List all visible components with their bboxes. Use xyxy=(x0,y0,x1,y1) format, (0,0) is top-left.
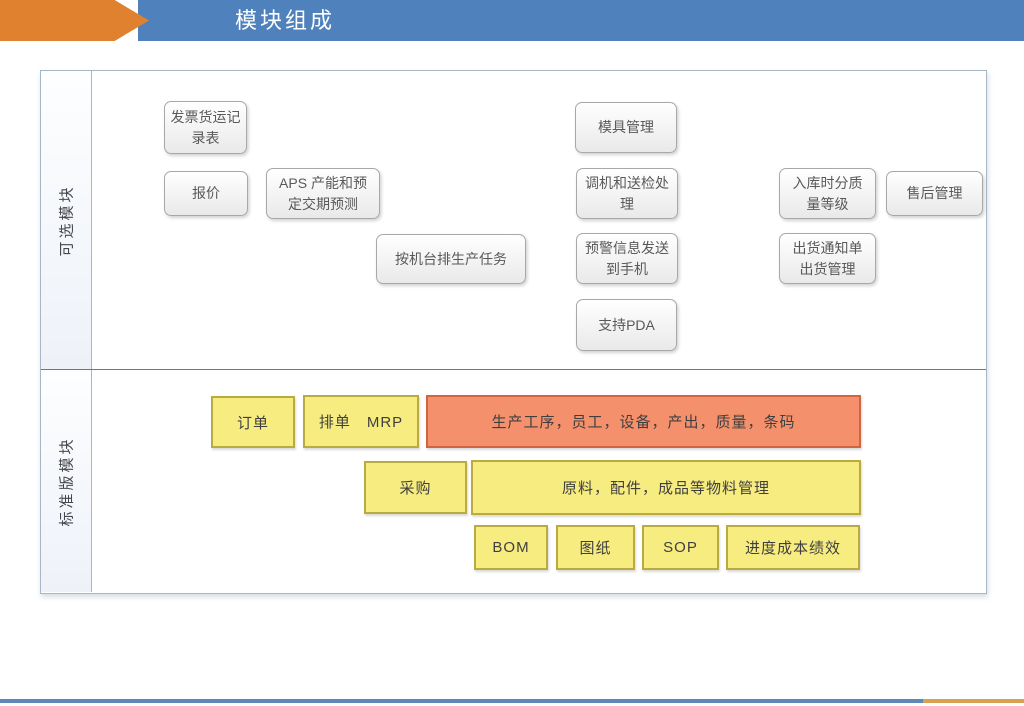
module-machine-adjustment-inspection: 调机和送检处 理 xyxy=(576,168,678,219)
module-shipping-notice-management: 出货通知单 出货管理 xyxy=(779,233,876,284)
module-invoice-shipping-record: 发票货运记 录表 xyxy=(164,101,247,154)
module-progress-cost-performance: 进度成本绩效 xyxy=(726,525,860,570)
module-alert-to-mobile: 预警信息发送 到手机 xyxy=(576,233,678,284)
optional-section-label: 可选模块 xyxy=(58,183,76,257)
module-inbound-quality-grading: 入库时分质 量等级 xyxy=(779,168,876,219)
module-diagram: 可选模块 标准版模块 发票货运记 录表 报价 APS 产能和预 定交期预测 按机… xyxy=(40,70,987,594)
module-materials-management: 原料，配件，成品等物料管理 xyxy=(471,460,861,515)
header-arrow-shape xyxy=(0,0,149,41)
module-purchasing: 采购 xyxy=(364,461,467,514)
page-title: 模块组成 xyxy=(235,8,336,33)
module-quotation: 报价 xyxy=(164,171,248,216)
module-bom: BOM xyxy=(474,525,548,570)
optional-section-label-column: 可选模块 xyxy=(41,71,92,369)
footer-accent-orange xyxy=(923,699,1024,703)
section-divider xyxy=(41,369,986,370)
module-sop: SOP xyxy=(642,525,719,570)
footer-accent-blue xyxy=(0,699,923,703)
module-pda-support: 支持PDA xyxy=(576,299,677,351)
module-mold-management: 模具管理 xyxy=(575,102,677,153)
standard-section-label-column: 标准版模块 xyxy=(41,370,92,592)
module-orders: 订单 xyxy=(211,396,295,448)
module-drawings: 图纸 xyxy=(556,525,635,570)
module-machine-production-tasks: 按机台排生产任务 xyxy=(376,234,526,284)
module-scheduling-mrp: 排单 MRP xyxy=(303,395,419,448)
module-production-process: 生产工序，员工，设备，产出，质量，条码 xyxy=(426,395,861,448)
standard-section-label: 标准版模块 xyxy=(58,435,76,527)
header-bar xyxy=(138,0,1024,41)
module-after-sales-management: 售后管理 xyxy=(886,171,983,216)
module-aps-capacity-delivery-forecast: APS 产能和预 定交期预测 xyxy=(266,168,380,219)
